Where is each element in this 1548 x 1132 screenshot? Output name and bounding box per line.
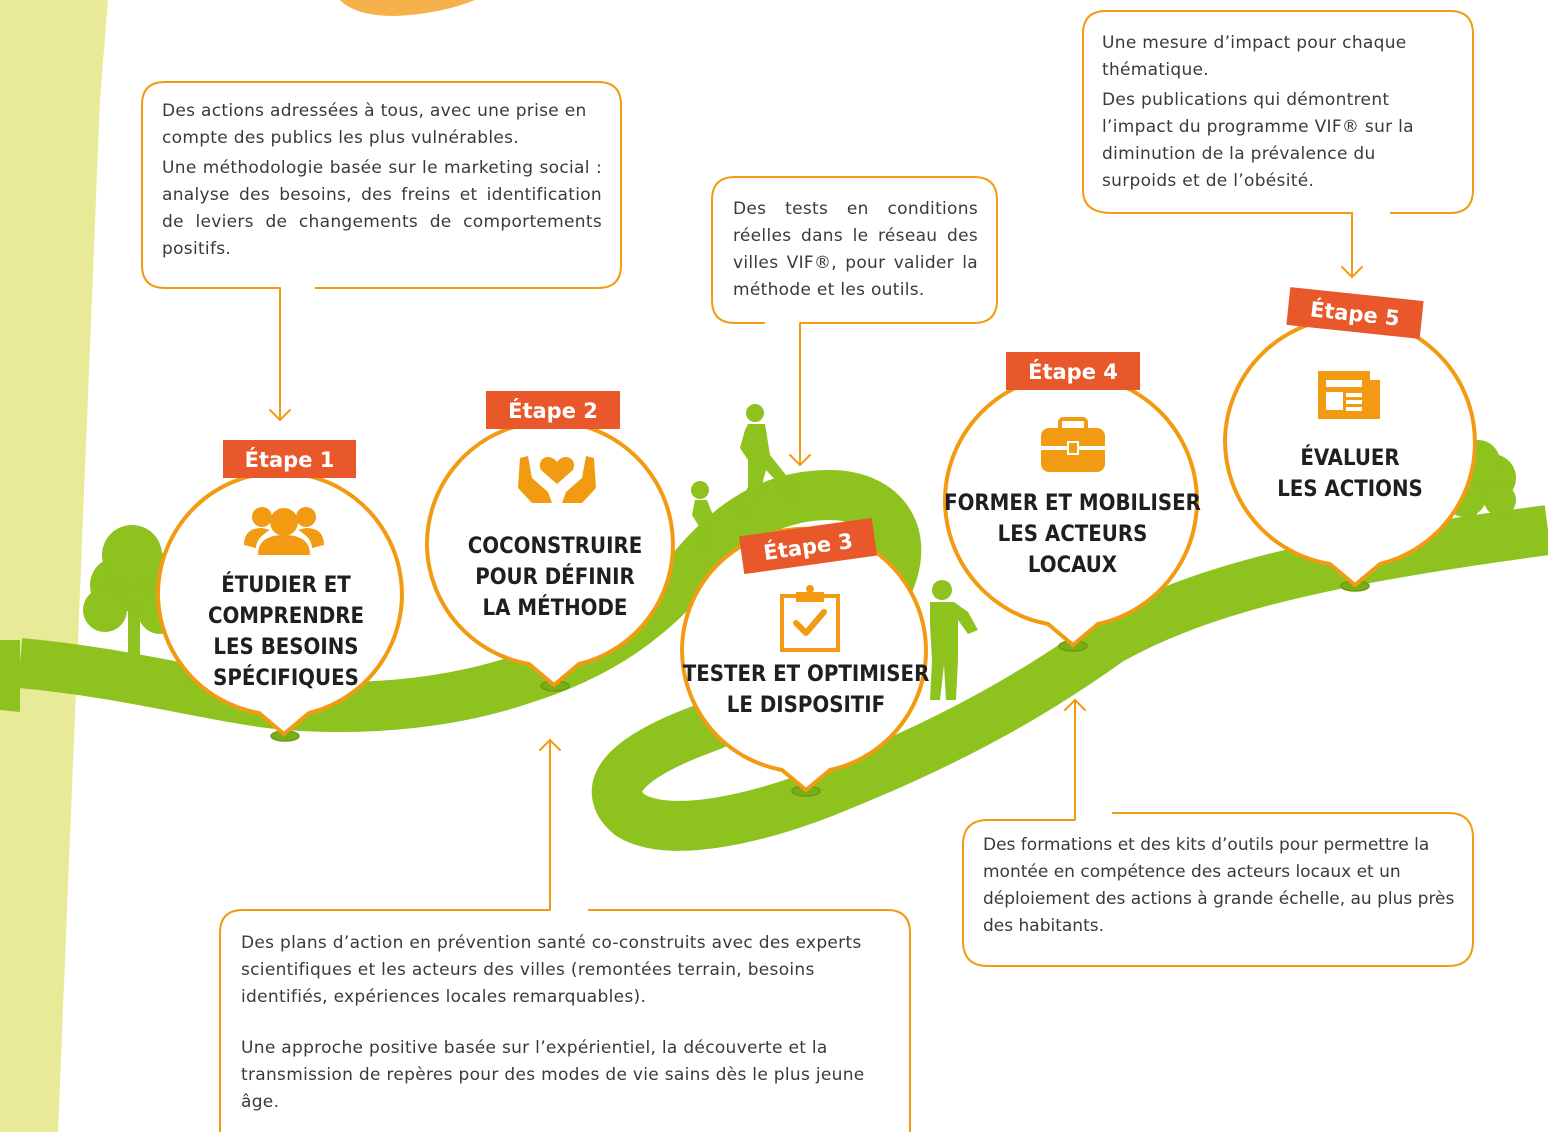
- pin-step4: [942, 372, 1199, 648]
- step5-title-line: ÉVALUER: [1300, 446, 1400, 471]
- callout-paragraph: Des actions adressées à tous, avec une p…: [162, 101, 587, 148]
- connectors: [269, 212, 1363, 911]
- callout-frame-step2: [219, 909, 911, 1132]
- man-reading-silhouette-icon: [930, 580, 978, 700]
- pin-step2: [424, 419, 675, 688]
- step-badges: Étape 1 Étape 2 Étape 3 Étape 4 Étape 5: [223, 287, 1424, 575]
- child-silhouette-icon: [691, 481, 728, 548]
- step2-title-line: LA MÉTHODE: [482, 596, 628, 621]
- top-orange-shape: [340, 0, 475, 16]
- step1-title-line: ÉTUDIER ET COMPRENDRE: [207, 573, 365, 629]
- badge-step3: Étape 3: [739, 517, 877, 575]
- runner-silhouette-icon: [735, 404, 796, 515]
- callout-paragraph: Des tests en conditions réelles dans le …: [733, 199, 978, 300]
- callout-paragraph: Des publications qui démontrent l’impact…: [1102, 90, 1414, 191]
- callout-frame-step1: [141, 81, 622, 289]
- callout-step2: Des plans d’action en prévention santé c…: [241, 930, 893, 1116]
- briefcase-icon: [1041, 417, 1105, 472]
- callout-step5: Une mesure d’impact pour chaque thématiq…: [1102, 30, 1454, 195]
- sidebar-band: [0, 0, 108, 1132]
- callout-frame-step4: [962, 812, 1474, 967]
- callout-frames: [141, 10, 1474, 1132]
- step1-title-line: LES BESOINS: [213, 635, 359, 660]
- badge-step2-label: Étape 2: [508, 398, 598, 423]
- badge-step1: Étape 1: [223, 440, 356, 478]
- step5-title-line: LES ACTIONS: [1277, 477, 1423, 502]
- clipboard-check-icon: [780, 585, 840, 652]
- badge-step1-label: Étape 1: [245, 447, 335, 472]
- step3-title-line: TESTER ET OPTIMISER: [682, 662, 930, 687]
- step3-title: TESTER ET OPTIMISER LE DISPOSITIF: [676, 659, 936, 721]
- heart-hands-icon: [518, 456, 596, 503]
- step4-title-line: FORMER ET MOBILISER: [944, 491, 1201, 516]
- callout-frame-step3: [711, 176, 998, 324]
- step2-title-line: COCONSTRUIRE: [467, 534, 643, 559]
- step2-title: COCONSTRUIRE POUR DÉFINIR LA MÉTHODE: [430, 531, 680, 624]
- callout-frame-step5: [1082, 10, 1474, 214]
- step-pins: [155, 315, 1477, 793]
- step2-title-line: POUR DÉFINIR: [475, 565, 635, 590]
- pin-step1: [155, 470, 404, 737]
- callout-paragraph: Une mesure d’impact pour chaque thématiq…: [1102, 33, 1407, 80]
- step4-title-line: LOCAUX: [1027, 553, 1118, 578]
- pin-step5: [1222, 315, 1477, 588]
- newspaper-icon: [1318, 371, 1380, 419]
- step3-title-line: LE DISPOSITIF: [726, 693, 886, 718]
- callout-paragraph: Une méthodologie basée sur le marketing …: [162, 158, 602, 259]
- step1-title: ÉTUDIER ET COMPRENDRE LES BESOINS SPÉCIF…: [150, 570, 422, 694]
- step5-title: ÉVALUER LES ACTIONS: [1220, 443, 1480, 505]
- callout-paragraph: Des formations et des kits d’outils pour…: [983, 835, 1455, 936]
- callout-paragraph: Des plans d’action en prévention santé c…: [241, 933, 862, 1007]
- callout-paragraph: Une approche positive basée sur l’expéri…: [241, 1038, 865, 1112]
- step4-title: FORMER ET MOBILISER LES ACTEURS LOCAUX: [935, 488, 1210, 581]
- callout-step4: Des formations et des kits d’outils pour…: [983, 832, 1458, 940]
- people-icon: [244, 507, 324, 555]
- badge-step4: Étape 4: [1006, 352, 1140, 390]
- step1-title-line: SPÉCIFIQUES: [213, 666, 359, 691]
- badge-step4-label: Étape 4: [1028, 359, 1118, 384]
- step4-title-line: LES ACTEURS: [997, 522, 1148, 547]
- pin-step3: [679, 526, 928, 793]
- badge-step2: Étape 2: [486, 391, 620, 429]
- callout-step3: Des tests en conditions réelles dans le …: [733, 196, 978, 304]
- badge-step5: Étape 5: [1286, 287, 1424, 339]
- callout-step1: Des actions adressées à tous, avec une p…: [162, 98, 602, 263]
